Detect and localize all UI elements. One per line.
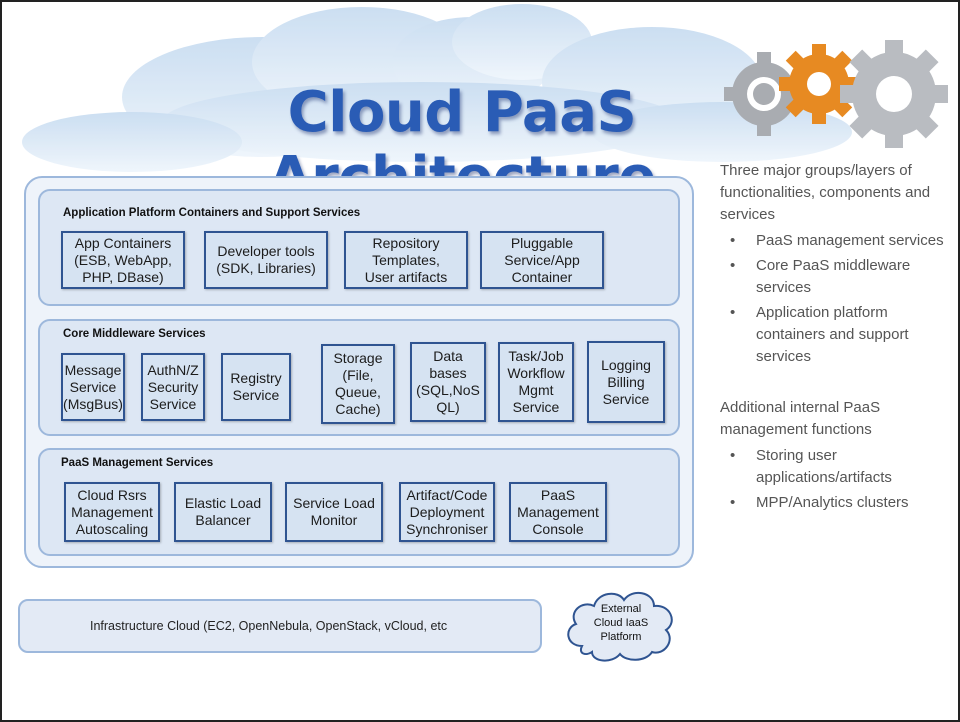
cloud-icon: [567, 591, 673, 662]
gear-icon: [724, 40, 948, 148]
list-item-text: Storing user applications/artifacts: [756, 447, 892, 486]
list-item-text: Core PaaS middleware services: [756, 257, 911, 296]
list-item-text: PaaS management services: [756, 232, 944, 249]
list-item-text: Application platform containers and supp…: [756, 304, 909, 365]
component-box: Registry Service: [221, 353, 291, 421]
infrastructure-cloud-bar: Infrastructure Cloud (EC2, OpenNebula, O…: [18, 599, 542, 653]
component-box: Data bases (SQL,NoS QL): [410, 342, 486, 422]
list-item: • PaaS management services: [720, 230, 952, 252]
bullet-icon: •: [730, 232, 736, 249]
layer-title: Application Platform Containers and Supp…: [63, 207, 361, 219]
list-item: • Storing user applications/artifacts: [720, 445, 952, 489]
external-cloud-label: External Cloud IaaS Platform: [593, 603, 649, 643]
component-box: Message Service (MsgBus): [61, 353, 125, 421]
side-notes: Three major groups/layers of functionali…: [720, 160, 952, 517]
bullet-icon: •: [730, 257, 736, 274]
side-list-2: • Storing user applications/artifacts • MP…: [720, 445, 952, 514]
component-box: Service Load Monitor: [285, 482, 383, 542]
bullet-icon: •: [730, 304, 736, 321]
component-box: Logging Billing Service: [587, 341, 665, 423]
list-item: • Core PaaS middleware services: [720, 255, 952, 299]
component-box: App Containers (ESB, WebApp, PHP, DBase): [61, 231, 185, 289]
list-item: • MPP/Analytics clusters: [720, 492, 952, 514]
component-box: Repository Templates, User artifacts: [344, 231, 468, 289]
layer-title: Core Middleware Services: [63, 328, 206, 340]
component-box: Pluggable Service/App Container: [480, 231, 604, 289]
component-box: Artifact/Code Deployment Synchroniser: [399, 482, 495, 542]
side-intro: Three major groups/layers of functionali…: [720, 162, 931, 223]
bullet-icon: •: [730, 494, 736, 511]
component-box: Storage (File, Queue, Cache): [321, 344, 395, 424]
component-box: Developer tools (SDK, Libraries): [204, 231, 328, 289]
component-box: AuthN/Z Security Service: [141, 353, 205, 421]
bullet-icon: •: [730, 447, 736, 464]
side-list-1: • PaaS management services • Core PaaS mid…: [720, 230, 952, 368]
component-box: PaaS Management Console: [509, 482, 607, 542]
component-box: Elastic Load Balancer: [174, 482, 272, 542]
list-item-text: MPP/Analytics clusters: [756, 494, 909, 511]
component-box: Cloud Rsrs Management Autoscaling: [64, 482, 160, 542]
cloud-background: [22, 4, 852, 172]
component-box: Task/Job Workflow Mgmt Service: [498, 342, 574, 422]
list-item: • Application platform containers and sup…: [720, 302, 952, 368]
layer-title: PaaS Management Services: [61, 457, 214, 469]
side-intro-2: Additional internal PaaS management func…: [720, 399, 881, 438]
